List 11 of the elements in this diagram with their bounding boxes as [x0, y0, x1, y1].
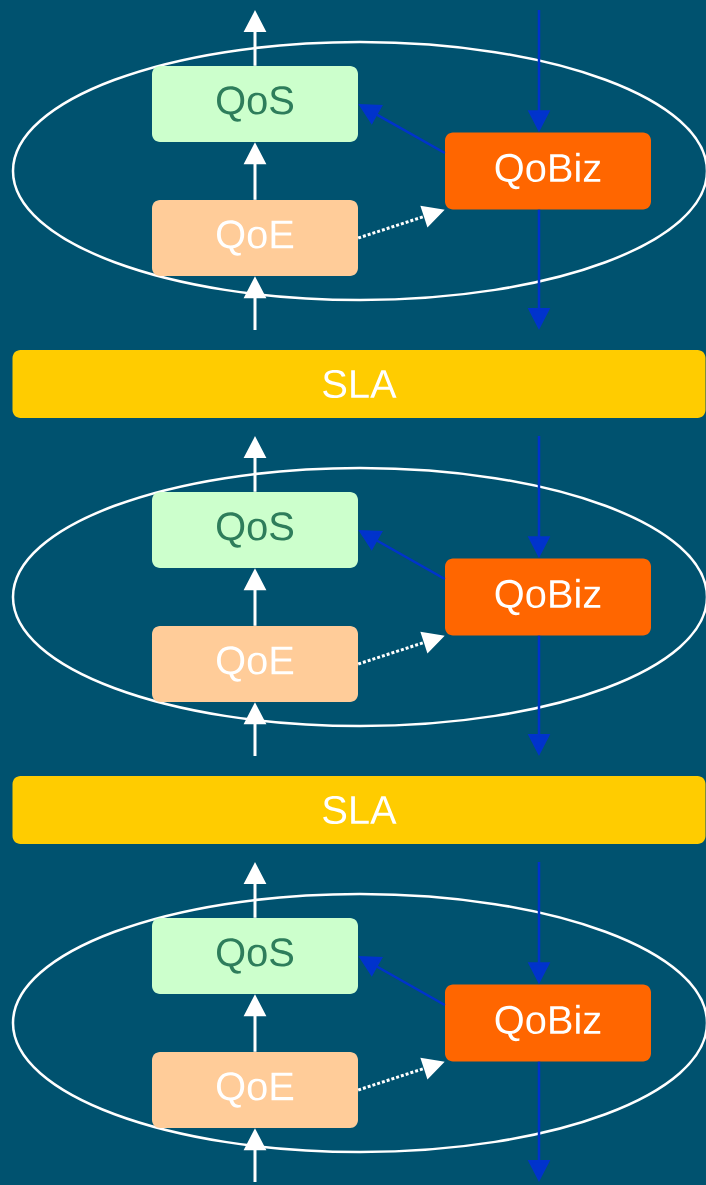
process-box: QoS — [152, 918, 358, 994]
process-box: QoBiz — [445, 558, 651, 636]
process-box: QoE — [152, 1052, 358, 1128]
band: SLA — [12, 776, 706, 844]
process-box: QoS — [152, 492, 358, 568]
process-box: QoBiz — [445, 984, 651, 1062]
process-box: QoE — [152, 200, 358, 276]
process-box: QoBiz — [445, 132, 651, 210]
process-box: QoE — [152, 626, 358, 702]
process-box: QoS — [152, 66, 358, 142]
band: SLA — [12, 350, 706, 418]
